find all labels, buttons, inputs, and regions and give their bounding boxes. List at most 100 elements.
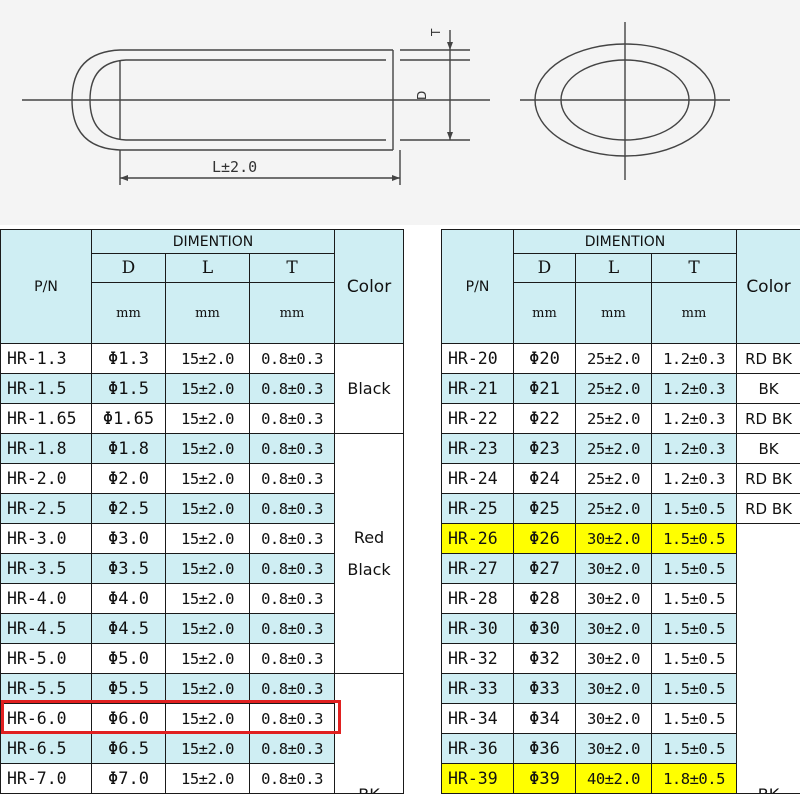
part-number-cell: HR-34 (441, 703, 514, 734)
thickness-cell: 1.5±0.5 (650, 643, 738, 674)
part-number-cell: HR-26 (441, 523, 514, 554)
d-unit: mm (513, 282, 576, 344)
diameter-cell: Φ30 (513, 613, 576, 644)
diameter-cell: Φ36 (513, 733, 576, 764)
part-number-cell: HR-27 (441, 553, 514, 584)
l-unit: mm (165, 282, 250, 344)
color-cell: RD BK (736, 493, 800, 524)
part-number-cell: HR-1.5 (0, 373, 92, 404)
part-number-cell: HR-36 (441, 733, 514, 764)
part-number-cell: HR-5.5 (0, 673, 92, 704)
part-number-cell: HR-6.5 (0, 733, 92, 764)
endview-inner-ellipse (560, 59, 690, 141)
color-cell-bk: BK (736, 523, 800, 794)
diameter-cell: Φ3.5 (91, 553, 166, 584)
endview-outer-ellipse (534, 43, 716, 157)
part-number-cell: HR-5.0 (0, 643, 92, 674)
length-cell: 25±2.0 (575, 463, 652, 494)
diameter-cell: Φ24 (513, 463, 576, 494)
length-cell: 30±2.0 (575, 613, 652, 644)
thickness-cell: 0.8±0.3 (248, 403, 336, 434)
thickness-cell: 1.8±0.5 (650, 763, 738, 794)
t-header: T (248, 253, 336, 283)
thickness-cell: 1.5±0.5 (650, 583, 738, 614)
diameter-cell: Φ5.0 (91, 643, 166, 674)
color-header: Color (736, 229, 800, 344)
t-arrow (447, 42, 453, 50)
thickness-cell: 1.2±0.3 (650, 373, 738, 404)
color-cell-black: Black (334, 343, 405, 434)
length-cell: 25±2.0 (575, 373, 652, 404)
diameter-cell: Φ26 (513, 523, 576, 554)
part-number-cell: HR-2.0 (0, 463, 92, 494)
part-number-cell: HR-32 (441, 643, 514, 674)
thickness-cell: 1.5±0.5 (650, 703, 738, 734)
pn-header: P/N (441, 229, 514, 344)
diameter-cell: Φ6.0 (91, 703, 166, 734)
thickness-cell: 1.5±0.5 (650, 523, 738, 554)
t-unit: mm (650, 282, 738, 344)
diameter-cell: Φ5.5 (91, 673, 166, 704)
thickness-cell: 1.2±0.3 (650, 433, 738, 464)
length-cell: 30±2.0 (575, 673, 652, 704)
length-cell: 15±2.0 (165, 583, 250, 614)
diameter-cell: Φ22 (513, 403, 576, 434)
length-cell: 15±2.0 (165, 523, 250, 554)
thickness-cell: 1.2±0.3 (650, 343, 738, 374)
part-number-cell: HR-4.5 (0, 613, 92, 644)
part-number-cell: HR-30 (441, 613, 514, 644)
diameter-cell: Φ4.5 (91, 613, 166, 644)
length-cell: 15±2.0 (165, 343, 250, 374)
length-cell: 30±2.0 (575, 553, 652, 584)
thickness-cell: 0.8±0.3 (248, 463, 336, 494)
length-cell: 30±2.0 (575, 733, 652, 764)
thickness-cell: 0.8±0.3 (248, 643, 336, 674)
length-cell: 40±2.0 (575, 763, 652, 794)
d-arrow (447, 132, 453, 140)
length-cell: 30±2.0 (575, 583, 652, 614)
part-number-cell: HR-39 (441, 763, 514, 794)
color-cell: RD BK (736, 463, 800, 494)
thickness-cell: 0.8±0.3 (248, 703, 336, 734)
part-number-cell: HR-24 (441, 463, 514, 494)
length-arrow-right (392, 175, 400, 181)
thickness-cell: 0.8±0.3 (248, 733, 336, 764)
part-number-cell: HR-3.5 (0, 553, 92, 584)
length-cell: 30±2.0 (575, 703, 652, 734)
length-cell: 30±2.0 (575, 643, 652, 674)
color-bk-text: BK (738, 785, 800, 793)
color-red-text: Red (353, 527, 385, 547)
color-cell-bk: BK (334, 673, 405, 794)
part-number-cell: HR-25 (441, 493, 514, 524)
length-label: L±2.0 (212, 158, 257, 176)
diameter-cell: Φ3.0 (91, 523, 166, 554)
length-cell: 30±2.0 (575, 523, 652, 554)
l-unit: mm (575, 282, 652, 344)
length-cell: 25±2.0 (575, 403, 652, 434)
thickness-cell: 0.8±0.3 (248, 763, 336, 794)
length-cell: 25±2.0 (575, 433, 652, 464)
color-black-text: Black (347, 559, 391, 579)
part-number-cell: HR-33 (441, 673, 514, 704)
length-cell: 15±2.0 (165, 733, 250, 764)
part-number-cell: HR-1.3 (0, 343, 92, 374)
length-cell: 15±2.0 (165, 403, 250, 434)
d-label: D (415, 91, 429, 100)
thickness-cell: 0.8±0.3 (248, 493, 336, 524)
thickness-cell: 0.8±0.3 (248, 343, 336, 374)
tube-inner-outline (89, 59, 386, 141)
